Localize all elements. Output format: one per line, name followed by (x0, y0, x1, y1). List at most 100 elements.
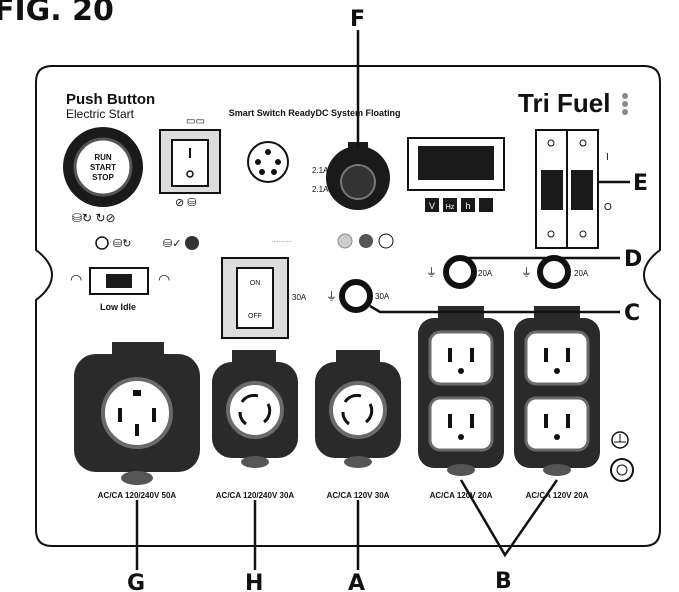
outlet-g-rating: AC/CA 120/240V 50A (98, 491, 177, 500)
callout-f: F (350, 7, 365, 32)
ground-lug-inner (616, 464, 628, 476)
callout-e: E (633, 171, 648, 196)
outlet-a-twist-slot (343, 393, 362, 403)
outlet-h-twist-slot (263, 403, 272, 424)
rv-breaker-off: OFF (248, 313, 262, 320)
outlet-g-receptacle[interactable] (101, 377, 173, 449)
smart-switch-pin (265, 149, 271, 155)
idle-rabbit-icon: ◠ (158, 271, 170, 287)
smart-switch-pin (259, 169, 265, 175)
start-stop-button-ring[interactable] (73, 137, 133, 197)
outlet-a-receptacle[interactable] (329, 381, 387, 439)
digital-meter: V Hz h (407, 137, 505, 212)
outlet-g-prong (133, 390, 141, 396)
outlet-ground (554, 368, 560, 374)
outlet-slot (566, 348, 570, 362)
outlet-h-twist-slot (240, 393, 259, 403)
outlet-a-twist-slot (365, 403, 374, 424)
outlet-slot (470, 348, 474, 362)
outlet-ground (458, 434, 464, 440)
smart-switch-connector[interactable] (247, 141, 289, 183)
dc-outlet-socket[interactable] (340, 164, 376, 200)
outlet-h-twist-slot (238, 411, 247, 426)
outlet-slot (566, 414, 570, 428)
outlet-g-cover-tab (112, 342, 164, 356)
ground-symbol-icon (611, 431, 629, 449)
outlet-20a-rating-1: 20A (478, 269, 493, 278)
start-label-run: RUN (94, 153, 112, 162)
outlet-30a-round[interactable] (339, 279, 373, 313)
meter-button-hz[interactable] (443, 198, 457, 212)
rv-breaker-rating: 30A (292, 293, 307, 302)
outlet-ground (458, 368, 464, 374)
usb-label-1: 2.1A (312, 166, 329, 175)
outlet-h-rating: AC/CA 120/240V 30A (216, 491, 295, 500)
ground-terminal (610, 431, 634, 482)
status-light-3 (378, 233, 394, 249)
leader-b (459, 479, 559, 558)
brand-dots (622, 93, 628, 115)
rocker-off-mark (186, 170, 194, 178)
outlet-b2-rating: AC/CA 120V 20A (526, 491, 589, 500)
outlet-b1-upper[interactable] (428, 330, 494, 386)
outlet-b2-upper[interactable] (524, 330, 590, 386)
outlet-a-breaker-knob (344, 456, 372, 468)
smart-switch-pin (275, 159, 281, 165)
smart-switch-label: Smart Switch Ready (229, 108, 316, 118)
breaker-screw (579, 139, 587, 147)
outlet-h-30a: AC/CA 120/240V 30A (212, 350, 298, 500)
status-light-1 (337, 233, 353, 249)
outlet-20a-round-1[interactable] (443, 255, 477, 289)
indicator-row: ⛁↻ ⛁✓ ············ (95, 233, 394, 250)
outlet-a-cover-tab (336, 350, 380, 364)
brand-logo: Tri Fuel (518, 88, 610, 118)
callout-c: C (624, 301, 640, 326)
outlet-h-cover-tab (232, 350, 276, 364)
outlet-b2-lower[interactable] (524, 396, 590, 452)
meter-button-v[interactable] (425, 198, 439, 212)
breaker-lever-right[interactable] (571, 170, 593, 210)
outlet-b1-rating: AC/CA 120V 20A (430, 491, 493, 500)
idle-switch-toggle[interactable] (106, 274, 132, 288)
main-circuit-breaker: I O (535, 129, 612, 249)
meter-screen (418, 146, 494, 180)
breaker-lever-left[interactable] (541, 170, 563, 210)
outlet-20a-round-2[interactable] (537, 255, 571, 289)
outlet-g-breaker-knob (121, 471, 153, 485)
status-light-2 (359, 234, 373, 248)
outlet-h-receptacle[interactable] (226, 381, 284, 439)
outlet-20a-rating-2: 20A (574, 269, 589, 278)
figure-title: FIG. 20 (0, 0, 114, 28)
meter-button-v-label: V (429, 201, 435, 211)
ground-lug[interactable] (610, 458, 634, 482)
outlet-b1-lower[interactable] (428, 396, 494, 452)
callout-g: G (127, 571, 145, 592)
meter-button-hz-label: Hz (446, 204, 455, 211)
battery-status-icons: ⊘ ⛁ (175, 197, 197, 209)
outlet-g-prong (118, 408, 122, 422)
meter-button-h[interactable] (461, 198, 475, 212)
battery-rocker[interactable] (171, 139, 209, 187)
panel-screw-hole (35, 274, 37, 276)
meter-button-wrench[interactable] (479, 198, 493, 212)
battery-switch: ▭▭ ⊘ ⛁ (159, 116, 221, 209)
start-mode-icons: ⛁↻ ↻⊘ (72, 211, 116, 225)
outlet-slot (448, 414, 452, 428)
idle-turtle-icon: ◠ (70, 271, 82, 287)
outlet-g-50a: AC/CA 120/240V 50A (74, 342, 200, 500)
rv-breaker-rocker[interactable] (236, 267, 274, 329)
idle-switch-housing (89, 267, 149, 295)
rv-breaker-on: ON (250, 280, 261, 287)
breaker-off-mark: O (604, 202, 612, 213)
outlet-b1-breaker-knob (447, 464, 475, 476)
ground-icon: ⏚ (326, 290, 337, 303)
outlet-30a-rating: 30A (375, 292, 390, 301)
breaker-screw (579, 230, 587, 238)
push-button-start-section: Push Button Electric Start RUN START STO… (63, 91, 155, 225)
outlet-g-prong (152, 408, 156, 422)
outlet-a-rating: AC/CA 120V 30A (327, 491, 390, 500)
low-idle-label: Low Idle (100, 302, 136, 312)
smart-switch-section: Smart Switch Ready (229, 108, 316, 183)
battery-indicator-icon: ⛁↻ (113, 238, 131, 250)
